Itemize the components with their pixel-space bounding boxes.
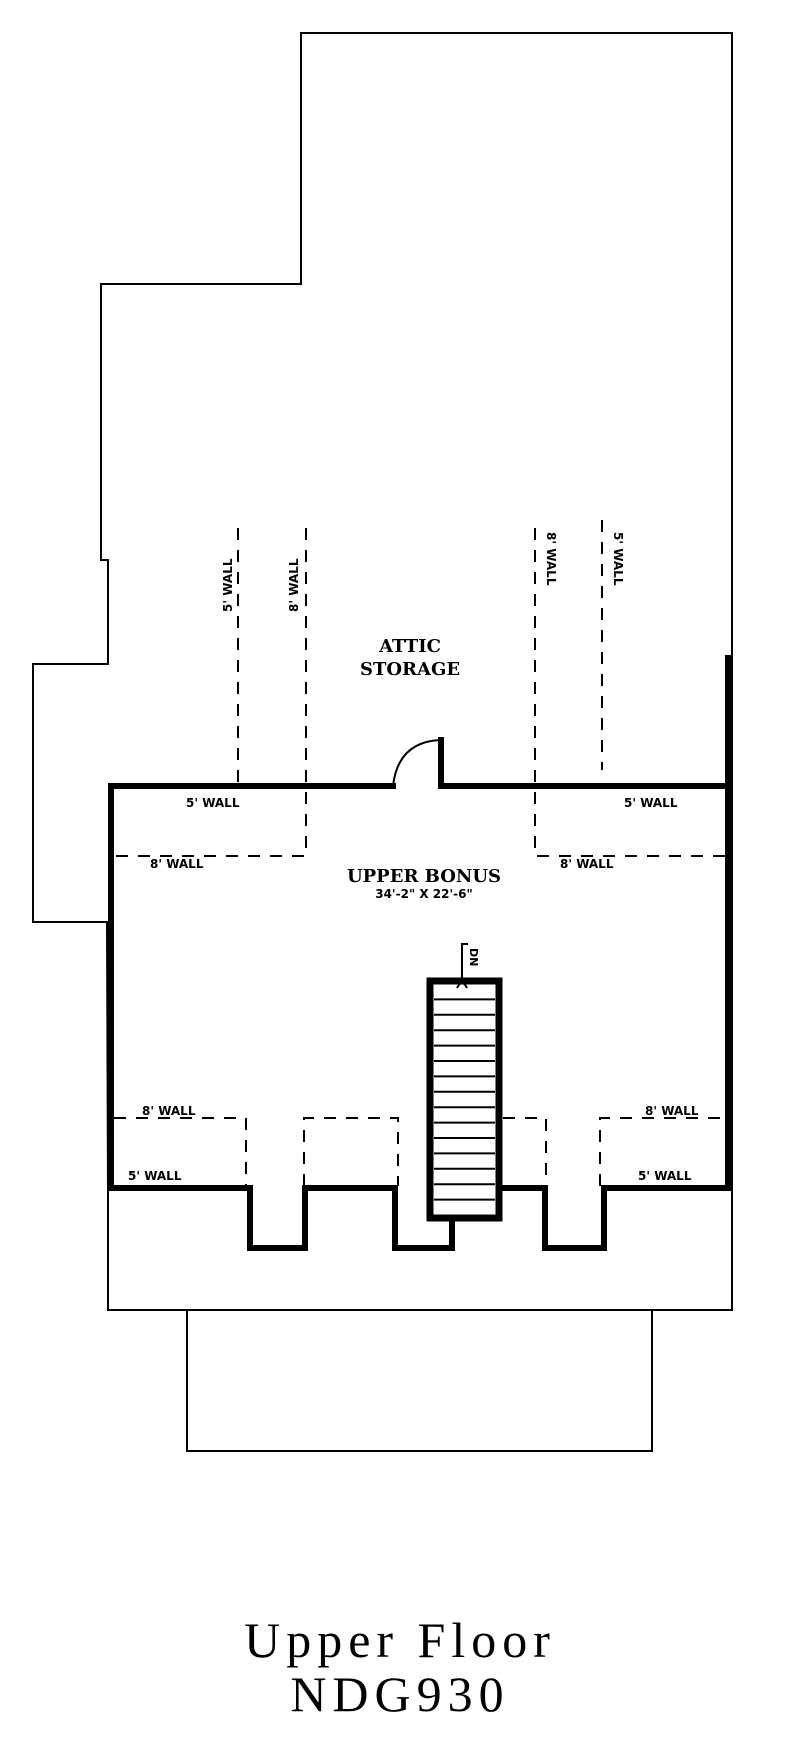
wall-label: 5' WALL [624,796,678,810]
wall-label: 5' WALL [186,796,240,810]
wall-label: 8' WALL [645,1104,699,1118]
wall-label: 8' WALL [287,558,301,612]
wall-label: 5' WALL [128,1169,182,1183]
upper-bonus-label: UPPER BONUS [347,866,501,887]
plan-number: NDG930 [290,1666,510,1722]
wall-label: 8' WALL [150,857,204,871]
wall-label: 8' WALL [142,1104,196,1118]
wall-label: 5' WALL [611,532,625,586]
upper-bonus-dimensions: 34'-2" X 22'-6" [375,887,473,901]
wall-label: 5' WALL [638,1169,692,1183]
outer-outline [32,32,733,1311]
attic-storage-label: ATTIC [378,636,441,657]
wall-label: 5' WALL [221,558,235,612]
bonus-room-walls [108,655,731,1251]
stair-dn-label: DN [467,948,480,966]
attic-door-swing [392,739,441,787]
stair [426,943,503,1222]
wall-label: 8' WALL [544,532,558,586]
attic-storage-label-2: STORAGE [360,659,460,680]
plan-title: Upper Floor [244,1612,556,1668]
wall-label: 8' WALL [560,857,614,871]
stair-arrow [461,943,468,981]
knee-walls [114,520,725,1186]
porch-outline [186,1310,653,1452]
